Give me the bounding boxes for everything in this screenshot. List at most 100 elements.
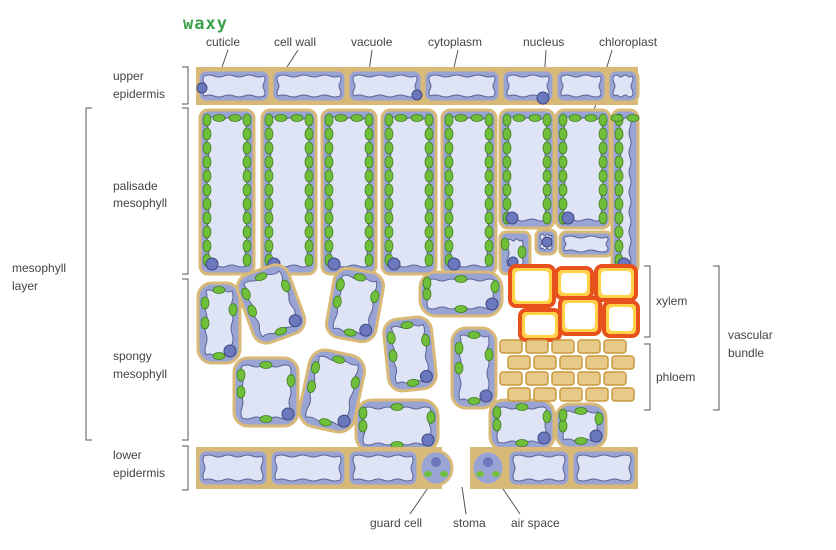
chloroplast (515, 403, 529, 411)
chloroplast (484, 239, 494, 253)
chloroplast (558, 127, 568, 141)
leaf-tissue (196, 67, 640, 489)
chloroplast (241, 287, 251, 301)
chloroplast (400, 321, 414, 330)
chloroplast (358, 419, 368, 433)
chloroplast (384, 211, 394, 225)
chloroplast (212, 352, 226, 360)
xylem-lumen (609, 307, 633, 331)
chloroplast (384, 113, 394, 127)
vacuole (202, 454, 264, 482)
phloem-cell (551, 339, 575, 354)
chloroplast (467, 331, 481, 339)
chloroplast (304, 127, 314, 141)
chloroplast (492, 406, 502, 419)
chloroplast (502, 127, 512, 141)
chloroplast (558, 141, 568, 155)
chloroplast (424, 169, 434, 183)
chloroplast (444, 183, 454, 197)
chloroplast (304, 211, 314, 225)
chloroplast (484, 197, 494, 211)
chloroplast (542, 113, 552, 127)
label-chloroplast: chloroplast (599, 35, 658, 49)
chloroplast (558, 197, 568, 211)
chloroplast (324, 197, 334, 211)
chloroplast (517, 245, 527, 259)
vacuole (426, 278, 496, 310)
phloem-cell (559, 387, 583, 402)
chloroplast (264, 113, 274, 127)
chloroplast (370, 290, 380, 303)
guard-cell (470, 449, 506, 487)
label-upper-epidermis: upper epidermis (113, 69, 165, 101)
lower-epidermis-cell (570, 448, 638, 488)
chloroplast (598, 141, 608, 155)
chloroplast (332, 355, 345, 364)
chloroplast (515, 439, 529, 447)
nucleus (483, 457, 493, 467)
chloroplast (202, 239, 212, 253)
guard-cell-wall (470, 449, 506, 487)
chloroplast (242, 211, 252, 225)
xylem-lumen (565, 303, 595, 329)
xylem-vessels (508, 264, 640, 342)
spongy-cell (196, 281, 242, 365)
chloroplast (574, 437, 588, 445)
chloroplast (502, 155, 512, 169)
nucleus (431, 457, 441, 467)
chloroplast (364, 169, 374, 183)
chloroplast (324, 183, 334, 197)
chloroplast (542, 197, 552, 211)
chloroplast (454, 361, 464, 375)
chloroplast (444, 113, 454, 127)
chloroplast (274, 114, 288, 122)
vacuole (506, 116, 548, 222)
vacuole (274, 454, 342, 482)
chloroplast (467, 397, 481, 405)
chloroplast (364, 253, 374, 267)
chloroplast (542, 183, 552, 197)
chloroplast (426, 410, 436, 424)
palisade-cell (320, 108, 378, 276)
chloroplast (454, 275, 468, 283)
chloroplast (324, 155, 334, 169)
chloroplast (502, 183, 512, 197)
chloroplast (558, 113, 568, 127)
chloroplast (626, 114, 640, 122)
chloroplast (264, 141, 274, 155)
chloroplast (614, 127, 624, 141)
chloroplast (614, 225, 624, 239)
chloroplast (202, 197, 212, 211)
chloroplast (614, 141, 624, 155)
phloem-cell (551, 371, 575, 386)
chloroplast (568, 114, 582, 122)
chloroplast (484, 141, 494, 155)
phloem-tissue (499, 339, 635, 402)
vacuole (202, 74, 266, 98)
chloroplast (324, 113, 334, 127)
chloroplast (574, 407, 588, 415)
chloroplast (364, 113, 374, 127)
phloem-cell (499, 339, 523, 354)
chloroplast (264, 225, 274, 239)
chloroplast (484, 183, 494, 197)
chloroplast (484, 348, 494, 362)
chloroplast (484, 225, 494, 239)
nucleus (421, 433, 435, 447)
xylem-lumen (515, 271, 549, 301)
chloroplast (484, 169, 494, 183)
chloroplast (200, 296, 210, 310)
label-cytoplasm: cytoplasm (428, 35, 482, 49)
chloroplast (542, 169, 552, 183)
chloroplast (324, 225, 334, 239)
spongy-cell (235, 263, 307, 345)
chloroplast (384, 169, 394, 183)
nucleus (505, 211, 519, 225)
vacuole (388, 116, 430, 268)
phloem-cell (533, 387, 557, 402)
chloroplast (424, 197, 434, 211)
chloroplast (364, 183, 374, 197)
phloem-cell (525, 339, 549, 354)
chloroplast (614, 197, 624, 211)
label-phloem: phloem (656, 370, 695, 384)
